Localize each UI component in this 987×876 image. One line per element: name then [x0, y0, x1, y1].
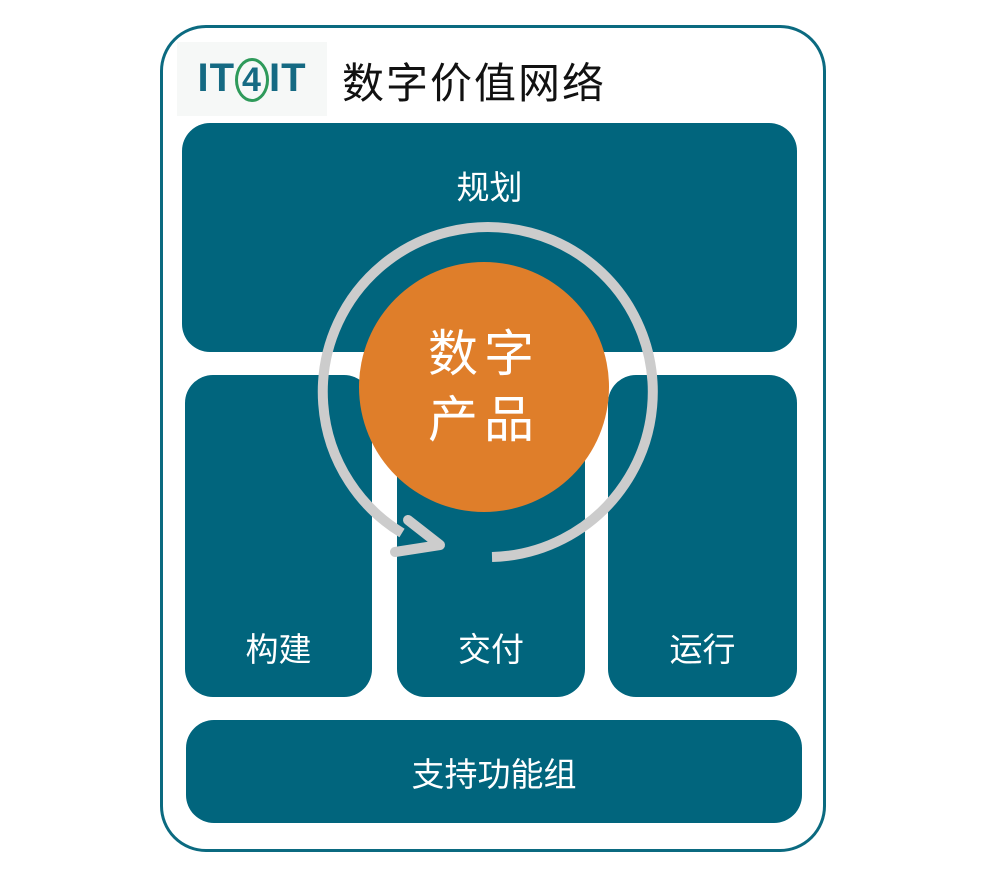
core-line2: 产品 — [428, 391, 540, 449]
deliver-label: 交付 — [458, 630, 524, 669]
support-label: 支持功能组 — [411, 754, 577, 794]
digital-product-circle: 数字 产品 — [359, 262, 609, 512]
run-label: 运行 — [669, 630, 736, 669]
build-label: 构建 — [245, 630, 312, 669]
run-box: 运行 — [608, 375, 797, 697]
core-line1: 数字 — [428, 325, 540, 383]
build-box: 构建 — [185, 375, 372, 697]
plan-label: 规划 — [456, 168, 523, 207]
diagram-title: 数字价值网络 — [342, 59, 607, 108]
support-box: 支持功能组 — [186, 720, 802, 823]
outer-frame — [160, 25, 826, 852]
